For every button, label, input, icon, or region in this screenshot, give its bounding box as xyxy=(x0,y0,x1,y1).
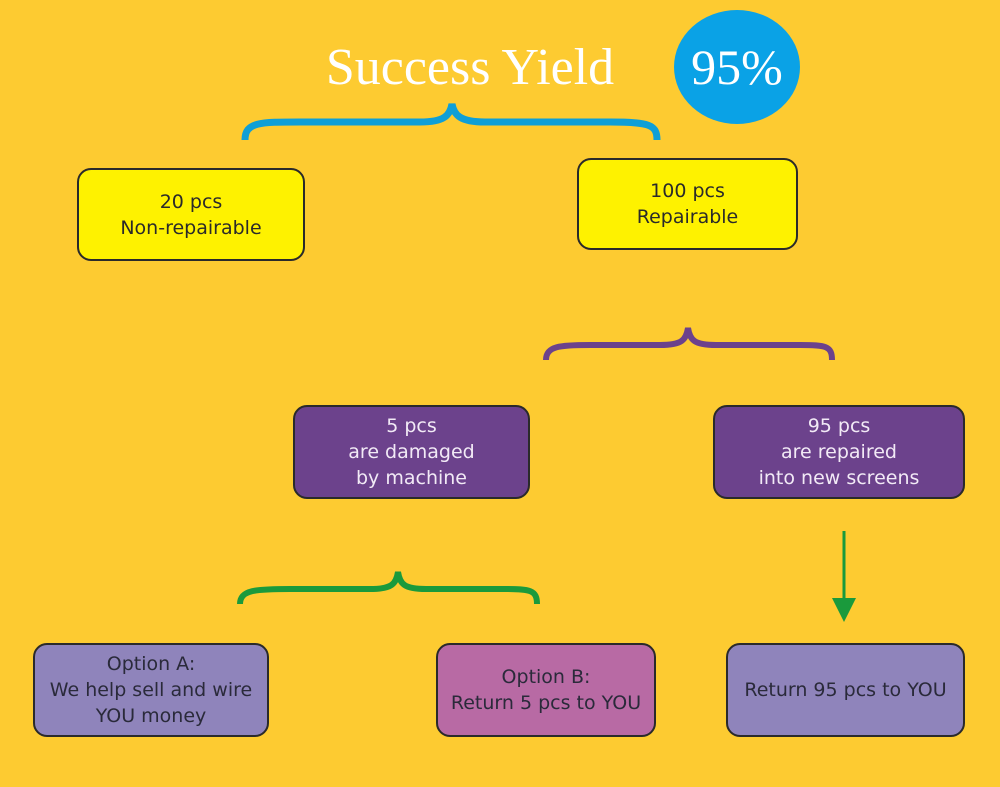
page-title: Success Yield xyxy=(325,39,615,96)
down-arrow-head xyxy=(832,598,856,622)
box-damaged: 5 pcs are damaged by machine xyxy=(293,405,530,499)
option-a-line-1: Option A: xyxy=(106,653,196,675)
box-repairable: 100 pcs Repairable xyxy=(577,158,798,250)
non-repairable-label: Non-repairable xyxy=(120,216,262,239)
box-repaired: 95 pcs are repaired into new screens xyxy=(713,405,965,499)
damaged-line-1: 5 pcs xyxy=(386,415,437,437)
blue-brace xyxy=(241,103,661,141)
return-95-label: Return 95 pcs to YOU xyxy=(744,679,947,701)
damaged-line-3: by machine xyxy=(356,467,467,489)
option-b-line-1: Option B: xyxy=(501,666,591,688)
yield-badge: 95% xyxy=(674,10,800,124)
option-a-line-3: YOU money xyxy=(95,705,207,727)
box-option-a: Option A: We help sell and wire YOU mone… xyxy=(33,643,269,737)
repairable-count: 100 pcs xyxy=(650,180,725,202)
damaged-line-2: are damaged xyxy=(348,441,475,463)
repaired-line-1: 95 pcs xyxy=(807,415,871,437)
box-return-95: Return 95 pcs to YOU xyxy=(726,643,965,737)
repaired-line-2: are repaired xyxy=(781,441,897,463)
box-option-b: Option B: Return 5 pcs to YOU xyxy=(436,643,656,737)
repaired-line-3: into new screens xyxy=(758,467,920,489)
option-b-line-2: Return 5 pcs to YOU xyxy=(450,692,642,714)
box-non-repairable: 20 pcs Non-repairable xyxy=(77,168,305,261)
non-repairable-count: 20 pcs xyxy=(159,190,223,213)
option-a-line-2: We help sell and wire xyxy=(49,679,253,701)
repairable-label: Repairable xyxy=(636,206,739,228)
green-brace xyxy=(237,571,540,605)
purple-brace xyxy=(543,327,835,361)
